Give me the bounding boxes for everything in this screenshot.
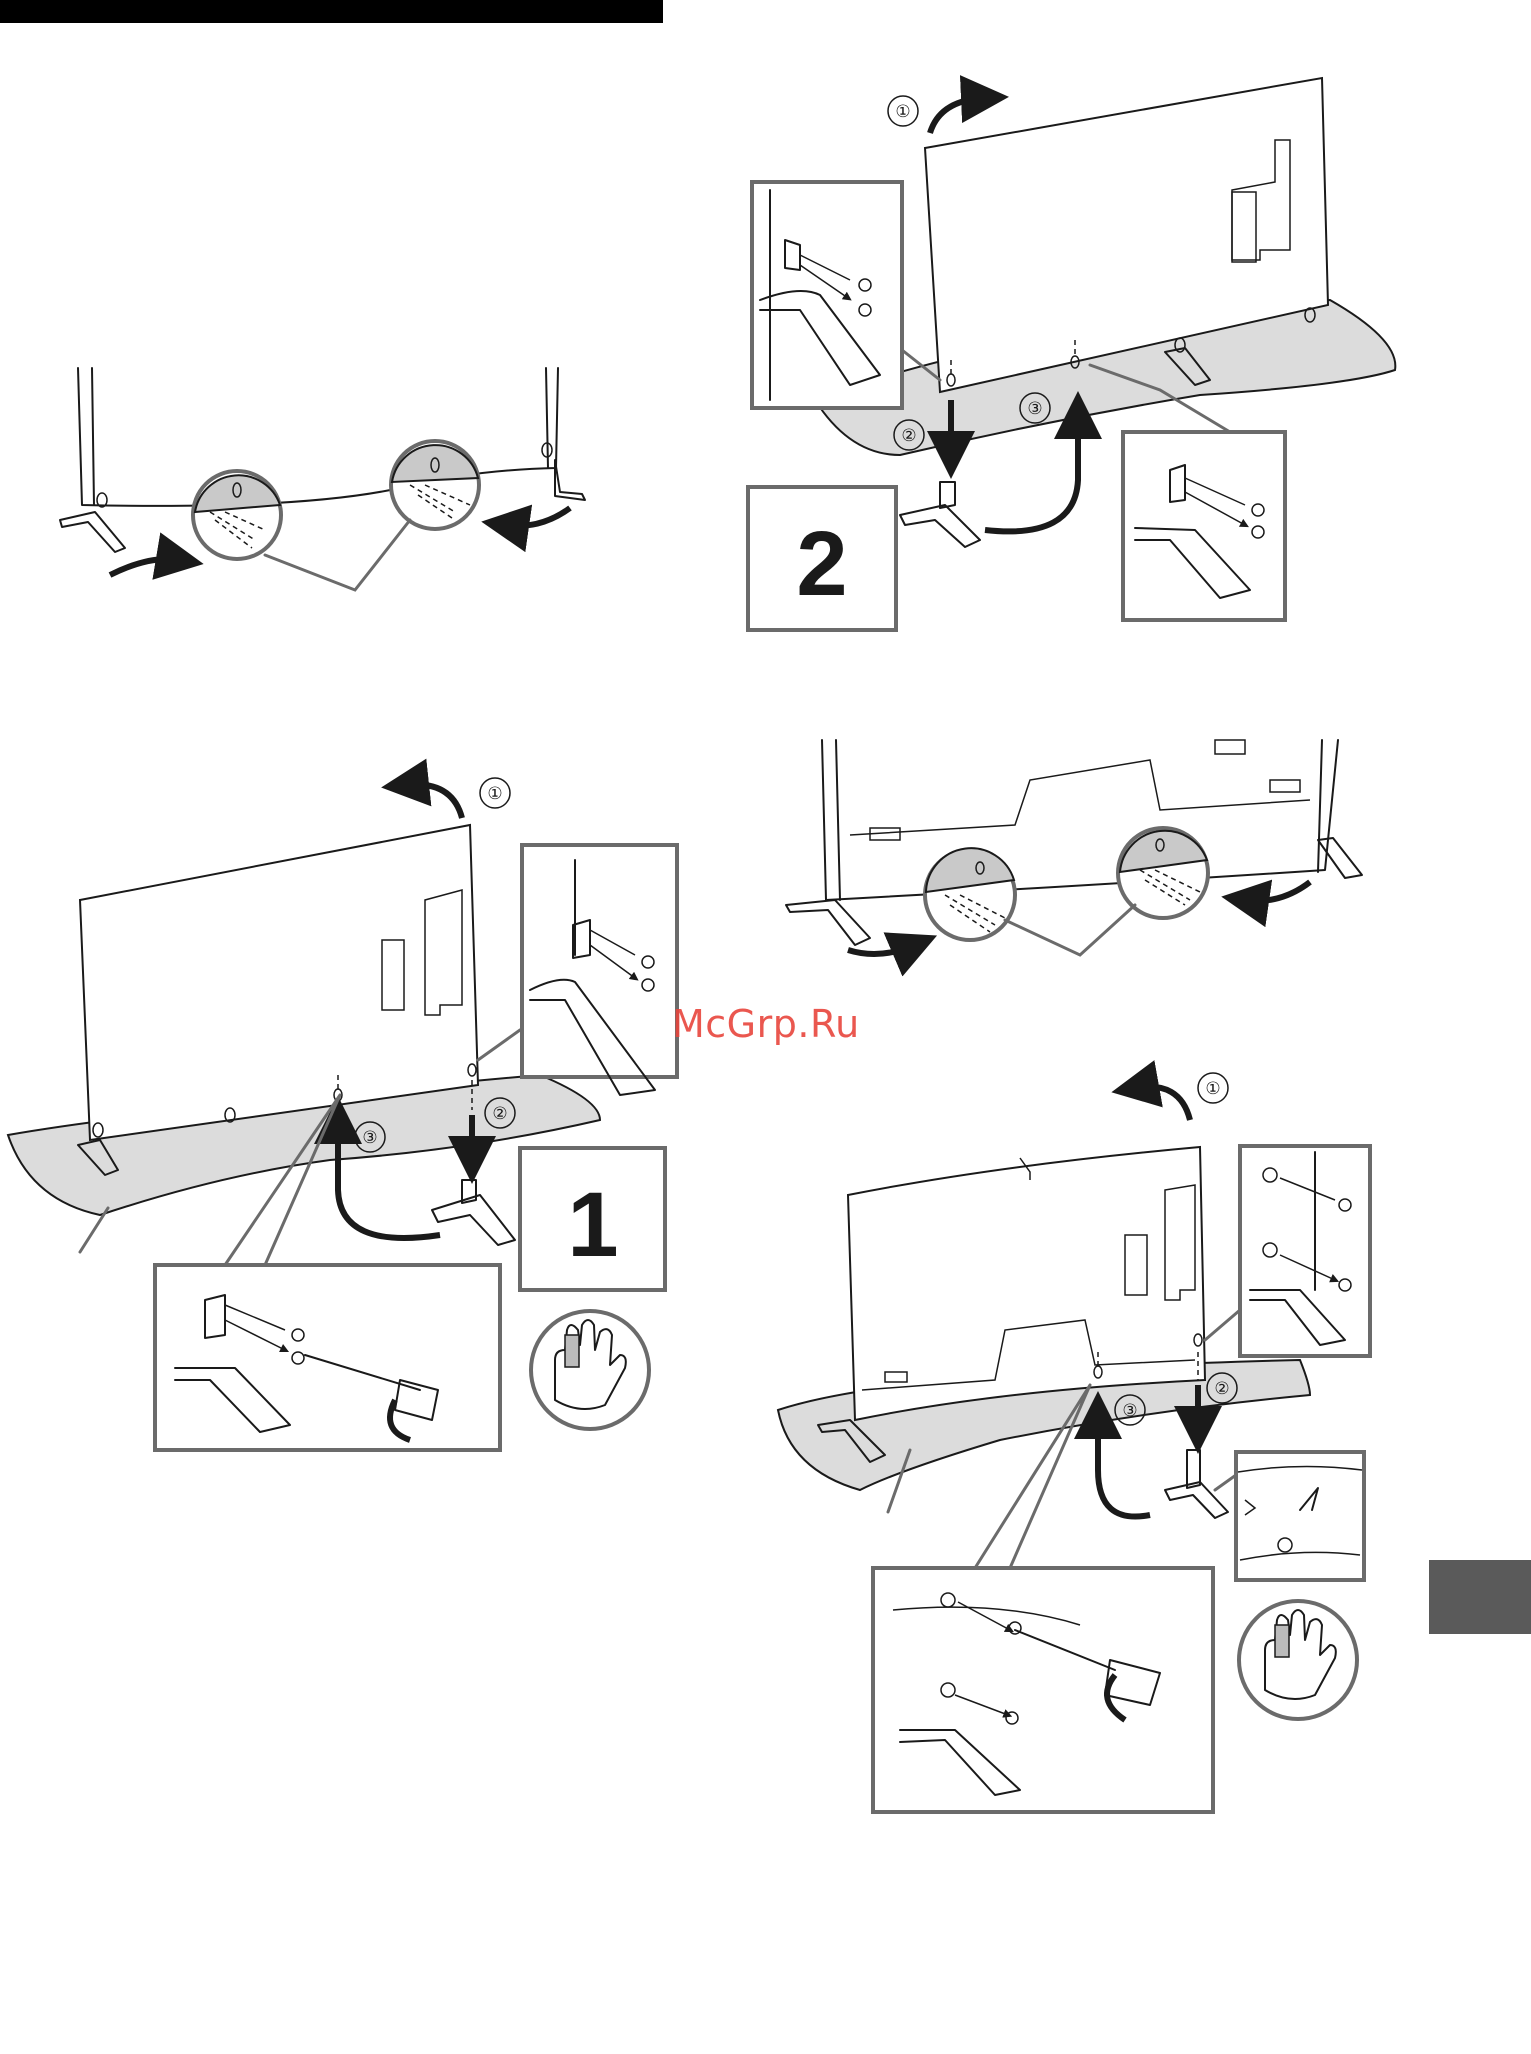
inset-detail-e-small [1236,1452,1364,1580]
callout-3-e: ③ [1122,1401,1137,1421]
header-bar [0,0,663,23]
callout-1-c: ① [487,784,502,804]
side-tab [1429,1560,1531,1634]
figure-step-1-back: ① ② ③ [778,1073,1370,1812]
figure-step-1: ① ② ③ 1 [8,778,677,1450]
hand-tighten-icon-2 [1239,1601,1357,1719]
callout-3-b: ③ [1027,399,1042,419]
step-label-1: 1 [567,1174,618,1276]
callout-2-e: ② [1214,1379,1229,1399]
watermark-text: McGrp.Ru [672,1002,860,1046]
hand-tighten-icon [531,1311,649,1429]
callout-1-b: ① [895,102,910,122]
figure-step-2: ① ② ③ 2 [748,78,1395,630]
inset-detail-e-bottom [873,1568,1213,1812]
callout-2-c: ② [492,1104,507,1124]
callout-3-c: ③ [362,1128,377,1148]
figure-stand-slide-left [60,368,585,590]
inset-detail-c-bottom [155,1265,500,1450]
step-label-2: 2 [796,513,847,615]
callout-1-e: ① [1205,1079,1220,1099]
callout-2-b: ② [901,426,916,446]
figure-stand-slide-right [786,740,1362,955]
